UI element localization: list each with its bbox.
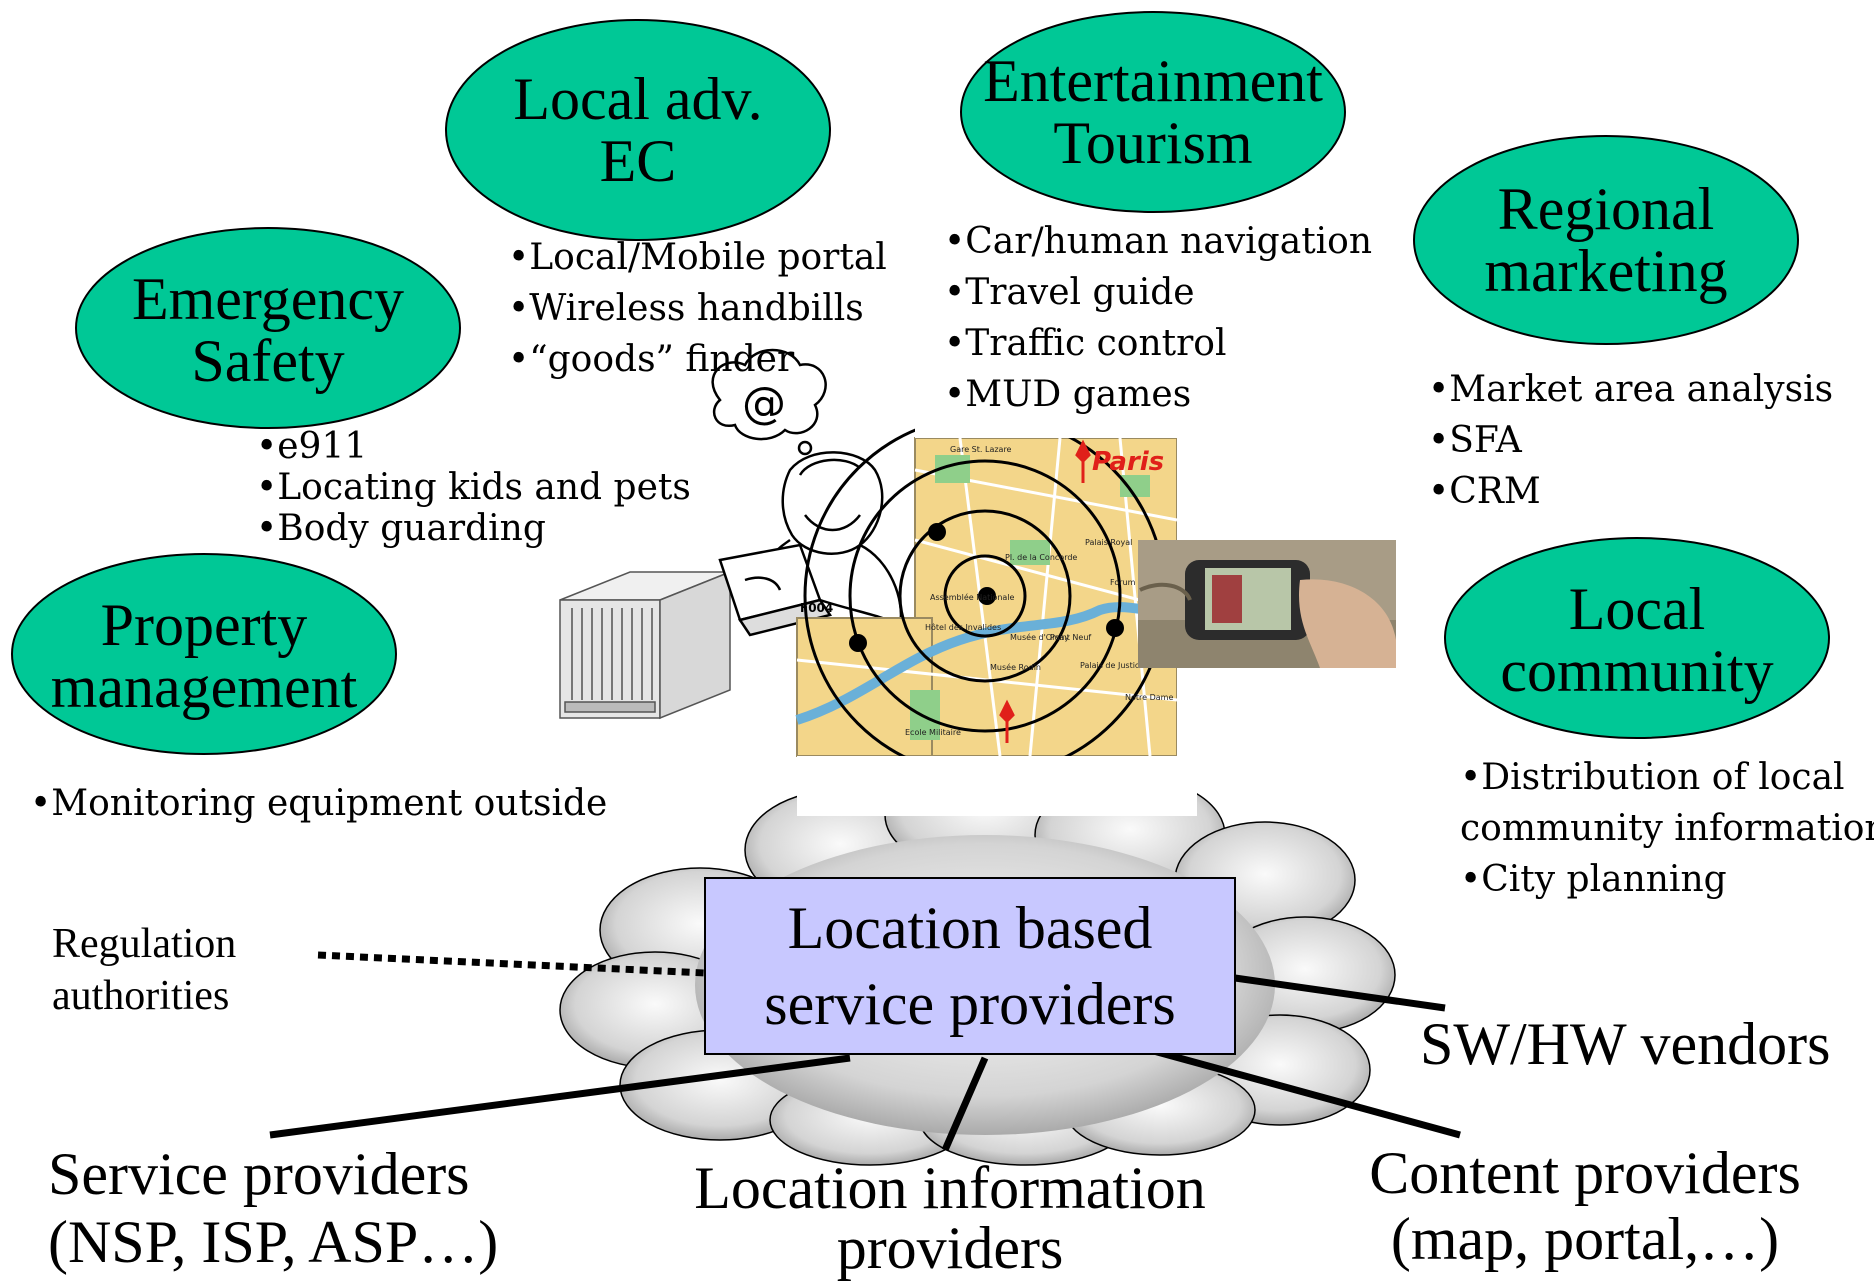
- bullets-community: •Distribution of local community informa…: [1460, 752, 1874, 905]
- server-illustration: [559, 570, 731, 720]
- title-line: Tourism: [1053, 110, 1253, 176]
- bullet-item: •Car/human navigation: [944, 221, 1373, 262]
- map-place-label: Point Neuf: [1050, 633, 1091, 642]
- illustration-label: F004: [800, 601, 833, 615]
- label-line: Service providers: [48, 1141, 470, 1207]
- center-box: [704, 877, 1236, 1055]
- label-line: (NSP, ISP, ASP…): [48, 1209, 499, 1275]
- label-line: Content providers: [1369, 1140, 1801, 1206]
- bullets-entertainment: •Car/human navigation •Travel guide •Tra…: [944, 216, 1372, 420]
- service-providers-label: Service providers (NSP, ISP, ASP…): [48, 1140, 498, 1276]
- regulation-authorities-label: Regulation authorities: [52, 918, 236, 1022]
- map-place-label: Assemblée Nationale: [930, 592, 1015, 602]
- line-location-info: [941, 1056, 989, 1152]
- title-line: Local: [1568, 576, 1706, 642]
- line-service: [269, 1054, 851, 1139]
- center-box-label: Location based service providers: [705, 890, 1235, 1042]
- bullet-item: community information: [1460, 808, 1874, 849]
- bullet-item: •CRM: [1428, 471, 1541, 512]
- label-line: authorities: [52, 973, 230, 1019]
- map-place-label: Ecole Militaire: [905, 728, 961, 737]
- title-line: Safety: [191, 328, 345, 394]
- title-line: Local adv.: [513, 66, 763, 132]
- bullet-item: •Market area analysis: [1428, 369, 1834, 410]
- bullet-item: •SFA: [1428, 420, 1522, 461]
- bullet-item: •Wireless handbills: [508, 288, 864, 329]
- label-line: providers: [836, 1215, 1064, 1281]
- title-line: marketing: [1484, 238, 1728, 304]
- bullet-item: •Body guarding: [256, 508, 546, 549]
- content-providers-label: Content providers (map, portal,…): [1350, 1140, 1820, 1272]
- map-place-label: Gare St. Lazare: [950, 445, 1012, 454]
- bullet-item: •Traffic control: [944, 323, 1227, 364]
- map-place-label: Notre Dame: [1125, 693, 1173, 702]
- location-information-providers-label: Location information providers: [660, 1158, 1240, 1278]
- center-line: service providers: [764, 971, 1176, 1037]
- svg-text:Paris: Paris: [1092, 447, 1164, 477]
- bullet-item: •City planning: [1460, 859, 1727, 900]
- label-line: Regulation: [52, 921, 237, 967]
- bullet-item: •MUD games: [944, 374, 1192, 415]
- bullet-item: •Monitoring equipment outside: [30, 783, 608, 824]
- bullet-item: •Distribution of local: [1460, 757, 1845, 798]
- oval-community: [1444, 537, 1830, 739]
- center-line: Location based: [787, 895, 1153, 961]
- title-line: Entertainment: [983, 48, 1323, 114]
- map-place-label: Palais Royal: [1085, 538, 1132, 547]
- title-line: Regional: [1497, 176, 1715, 242]
- title-line: community: [1500, 638, 1774, 704]
- oval-regional: [1413, 135, 1799, 345]
- title-line: management: [50, 654, 358, 720]
- regulation-dotted-line: [317, 951, 706, 977]
- bullet-item: •e911: [256, 426, 368, 467]
- title-line: Emergency: [131, 266, 405, 332]
- oval-entertainment: [960, 11, 1346, 213]
- phone-photo: [1138, 540, 1396, 668]
- label-local-adv: Local adv.EC: [446, 40, 830, 220]
- bullet-item: •Travel guide: [944, 272, 1195, 313]
- bullet-item: •“goods” finder: [508, 339, 795, 380]
- bullets-property: •Monitoring equipment outside: [30, 778, 607, 829]
- oval-property: [11, 553, 397, 755]
- bullets-emergency: •e911 •Locating kids and pets •Body guar…: [256, 426, 691, 549]
- line-content: [1149, 1046, 1461, 1139]
- map-place-label: Pl. de la Concorde: [1005, 553, 1077, 562]
- line-swhw: [1234, 974, 1446, 1012]
- map-place-label: Musée d'Orsay: [1010, 632, 1069, 642]
- oval-local-adv: [445, 19, 831, 241]
- label-line: Location information: [694, 1155, 1206, 1221]
- bullets-regional: •Market area analysis •SFA •CRM: [1428, 364, 1833, 517]
- title-line: Property: [100, 592, 308, 658]
- label-line: (map, portal,…): [1390, 1206, 1780, 1272]
- map-place-label: Musée Rodin: [990, 662, 1041, 672]
- map-place-label: Hôtel des Invalides: [925, 622, 1001, 632]
- title-line: EC: [599, 128, 677, 194]
- bullet-item: •Local/Mobile portal: [508, 237, 887, 278]
- cartoon-user-illustration: [711, 348, 903, 637]
- bullets-local-adv: •Local/Mobile portal •Wireless handbills…: [508, 232, 887, 385]
- bullet-item: •Locating kids and pets: [256, 467, 691, 508]
- oval-emergency: [75, 227, 461, 429]
- swhw-vendors-label: SW/HW vendors: [1420, 1011, 1831, 1077]
- bubble-at-symbol: @: [742, 378, 786, 429]
- map-place-label: Forum: [1110, 578, 1136, 587]
- map-place-label: Palais de Justice: [1080, 661, 1144, 670]
